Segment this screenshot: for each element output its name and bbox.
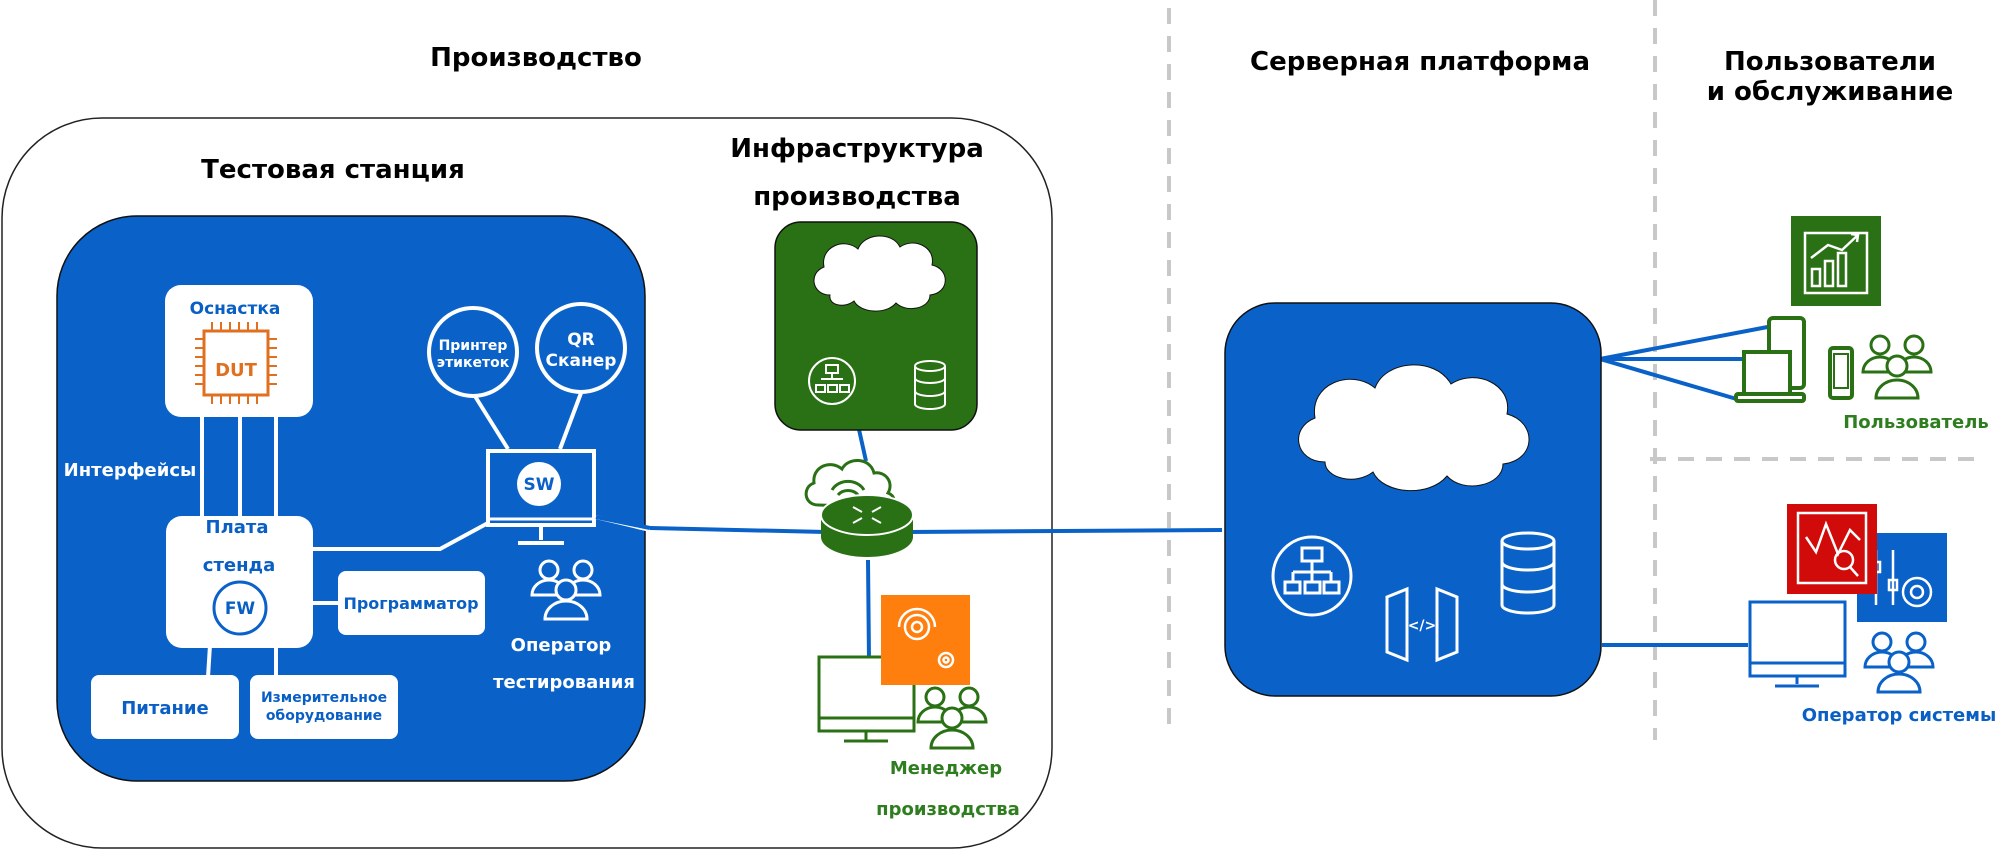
qr-label-1: QR [567,330,595,350]
qr-circle [535,302,627,394]
user-label: Пользователь [1843,412,1989,433]
test-operator-label-1: Оператор [511,635,612,656]
svg-text:</>: </> [1408,618,1437,634]
programmer-label: Программатор [343,594,478,613]
server-api-icon: </> [1385,586,1459,663]
production-cloud-icon [813,235,946,312]
manager-label-2: производства [876,799,1020,820]
server-cloud-icon [1298,364,1530,491]
analytics-chart-icon [1803,231,1869,295]
section-title-server-platform: Серверная платформа [1250,47,1590,77]
operator-monitoring-box [1787,504,1877,594]
fw-label: FW [225,599,256,619]
manager-users-icon [916,686,988,750]
manager-gear-icon [897,607,955,669]
test-station-connections [200,391,583,678]
fw-circle [212,580,268,636]
measure-label-2: оборудование [266,708,382,724]
manager-label-1: Менеджер [890,758,1002,779]
network-connections [595,323,1779,661]
interfaces-label: Интерфейсы [64,460,197,481]
test-station-title: Тестовая станция [201,155,465,185]
section-title-production: Производство [430,43,642,73]
infra-title-2: производства [753,182,961,212]
production-network-icon [808,357,856,405]
operator-group-icon [1863,631,1935,694]
operator-monitoring-icon [1796,511,1868,585]
operator-monitor-icon [1748,600,1847,688]
power-box [91,675,239,739]
test-operator-label-2: тестирования [493,672,635,693]
infra-title-1: Инфраструктура [730,134,984,164]
section-title-users-2: и обслуживание [1707,77,1954,107]
board-label-2: стенда [203,555,275,576]
measure-label-1: Измерительное [261,690,387,706]
section-title-users-1: Пользователи [1724,47,1936,77]
user-devices-icon [1734,316,1854,403]
measure-box [250,675,398,739]
production-database-icon [914,360,946,410]
server-database-icon [1500,531,1556,615]
user-group-icon [1861,334,1933,400]
dut-label: DUT [215,360,258,381]
printer-label-1: Принтер [439,338,508,354]
programmer-box [338,571,485,635]
sw-monitor-icon [486,449,596,545]
fixture-label: Оснастка [190,299,281,319]
board-label-1: Плата [206,517,269,538]
server-platform-box [1224,302,1602,697]
router-icon [804,459,914,557]
test-operator-icon [530,559,602,621]
printer-label-2: этикеток [437,355,510,371]
sw-label: SW [524,475,555,495]
qr-label-2: Сканер [546,351,617,371]
chip-icon [195,322,277,404]
printer-circle [427,306,519,398]
power-label: Питание [121,698,209,719]
system-operator-label: Оператор системы [1802,705,1997,726]
server-network-icon [1271,535,1353,617]
manager-settings-box [881,595,970,685]
